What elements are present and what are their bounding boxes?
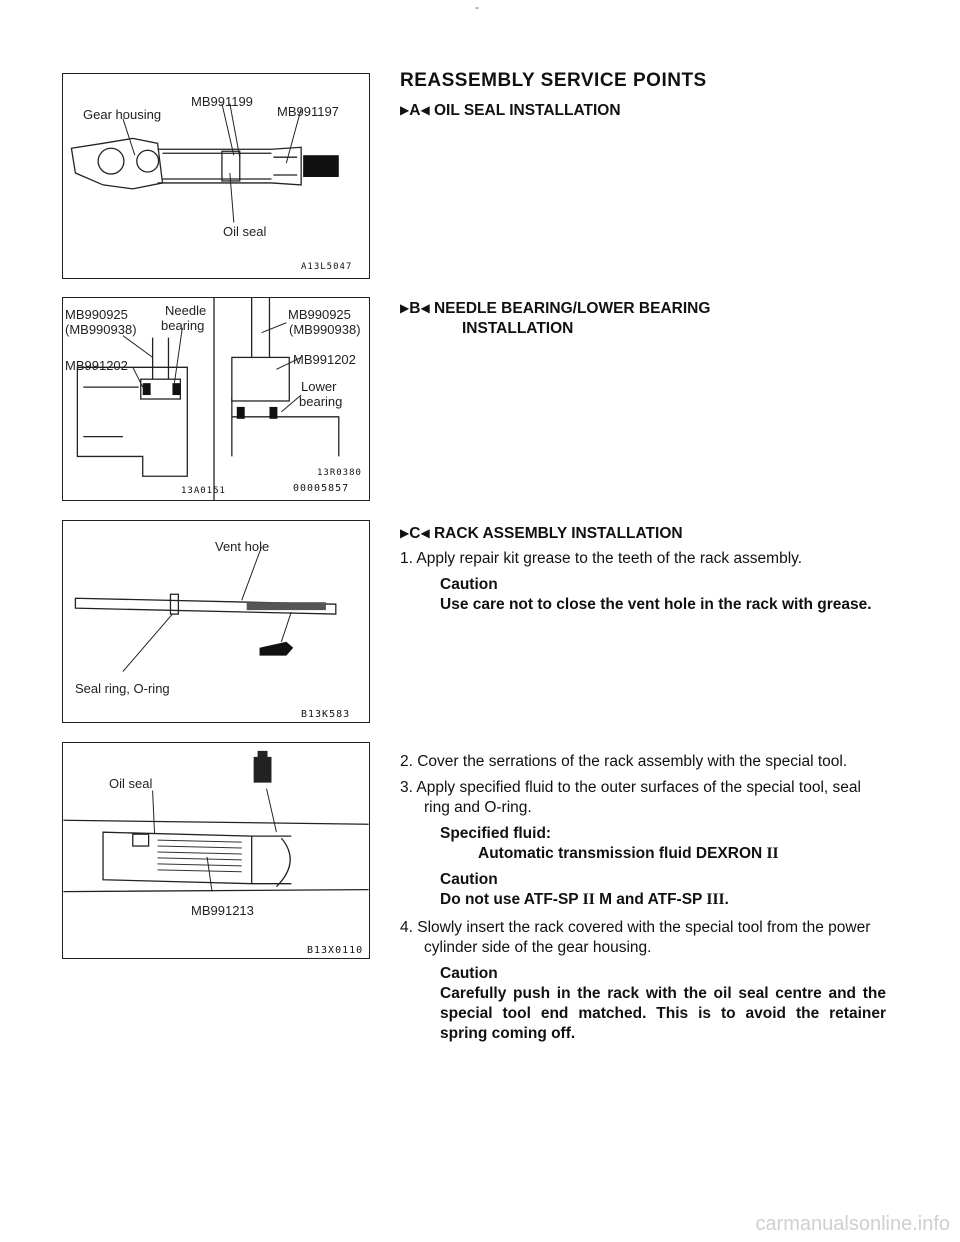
step1-block: 1. Apply repair kit grease to the teeth … [400,549,886,615]
caution-3-text: Carefully push in the rack with the oil … [440,985,886,1042]
triangle-right-icon: ▶ [400,103,410,117]
triangle-left-icon: ◀ [420,526,430,540]
figure-needle-bearing: MB990925 (MB990938) Needle bearing MB991… [62,297,370,501]
step-2: 2. Cover the serrations of the rack asse… [400,753,848,770]
figure-oil-seal: Gear housing MB991199 MB991197 Oil seal … [62,73,370,279]
label-needle-bearing: bearing [161,318,205,333]
section-a-mark: A [409,102,421,119]
special-tool-drawing [63,750,369,893]
step-3: 3. Apply specified fluid to the outer su… [400,779,861,816]
label-mb991197: MB991197 [277,104,339,119]
figure-code: B13X0110 [307,945,364,956]
section-b-text-1: NEEDLE BEARING/LOWER BEARING [433,300,711,317]
steps-block: 2. Cover the serrations of the rack asse… [400,752,886,1044]
label-oil-seal: Oil seal [109,776,153,791]
section-c-mark: C [409,525,421,542]
section-c-text: RACK ASSEMBLY INSTALLATION [433,525,683,542]
label-mb991213: MB991213 [191,903,254,918]
spec-value: Automatic transmission fluid DEXRON [478,845,763,862]
caution-2-label: Caution [440,871,498,888]
figure-code-right: 13R0380 [317,468,362,478]
figure-code-id: 00005857 [293,483,350,494]
figure-code: B13K583 [301,709,351,720]
triangle-right-icon: ▶ [400,301,410,315]
figure-special-tool: Oil seal MB991213 B13X0110 [62,742,370,959]
label-mb991202-right: MB991202 [293,352,356,367]
figure-code: A13L5047 [301,262,353,272]
section-b-text-2: INSTALLATION [462,320,574,337]
rack-drawing [74,546,337,672]
caution-2-roman-2: III [706,891,725,908]
caution-2-roman-1: II [582,891,595,908]
label-mb990925-right: MB990925 [288,307,351,322]
caution-1-label: Caution [440,576,498,593]
figure-rack: Vent hole Seal ring, O-ring B13K583 [62,520,370,723]
section-c-title: ▶C◀ RACK ASSEMBLY INSTALLATION [400,523,683,544]
label-mb990938-right: (MB990938) [289,322,361,337]
spec-label: Specified fluid: [440,825,552,842]
label-seal-ring: Seal ring, O-ring [75,681,170,696]
figure-code-left: 13A0151 [181,486,226,496]
label-lower-bearing: bearing [299,394,343,409]
section-a-text: OIL SEAL INSTALLATION [433,102,621,119]
step-4: 4. Slowly insert the rack covered with t… [400,919,871,956]
label-mb990925-left: MB990925 [65,307,128,322]
section-a-title: ▶A◀ OIL SEAL INSTALLATION [400,100,621,121]
label-needle: Needle [165,303,207,318]
caution-2-part-a: Do not use ATF-SP [440,891,579,908]
label-lower: Lower [301,379,337,394]
step-1: 1. Apply repair kit grease to the teeth … [400,550,803,567]
triangle-left-icon: ◀ [420,301,430,315]
label-mb991202-left: MB991202 [65,358,128,373]
caution-2-part-c: . [724,891,729,908]
caution-1-text: Use care not to close the vent hole in t… [440,596,872,613]
label-oil-seal: Oil seal [223,224,267,239]
label-mb990938-left: (MB990938) [65,322,137,337]
caution-2-text: Do not use ATF-SP II M and ATF-SP III. [400,890,886,910]
caution-2-part-b: M and ATF-SP [599,891,703,908]
needle-bearing-drawing [76,298,340,500]
triangle-left-icon: ◀ [420,103,430,117]
triangle-right-icon: ▶ [400,526,410,540]
caution-3-label: Caution [440,965,498,982]
section-b-title: ▶B◀ NEEDLE BEARING/LOWER BEARING INSTALL… [400,298,710,339]
label-gear-housing: Gear housing [83,107,162,122]
label-mb991199: MB991199 [191,94,253,109]
spec-roman: II [766,845,779,862]
oil-seal-drawing [70,103,339,223]
top-mark: - [475,0,479,14]
watermark: carmanualsonline.info [755,1213,950,1235]
label-vent-hole: Vent hole [215,539,270,554]
spec-value-line: Automatic transmission fluid DEXRON II [400,844,886,864]
section-b-mark: B [409,300,421,317]
page-heading: REASSEMBLY SERVICE POINTS [400,70,707,91]
